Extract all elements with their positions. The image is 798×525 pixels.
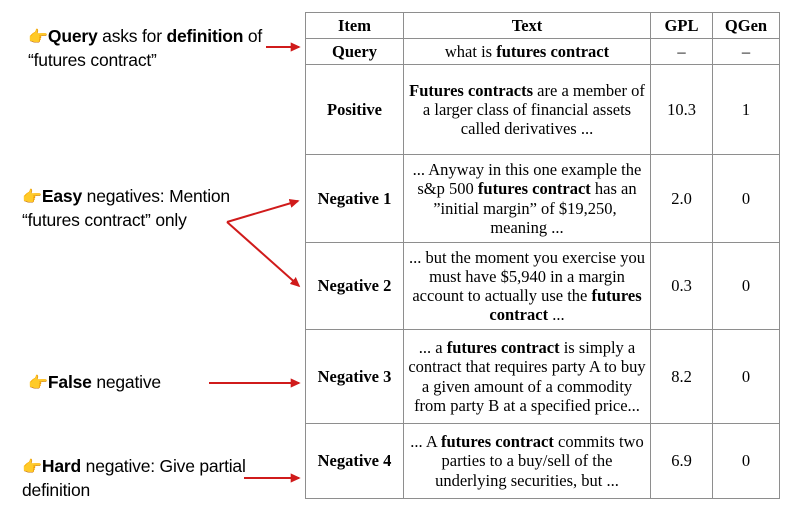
row-qgen-query: – <box>712 38 780 65</box>
examples-table: Item Text GPL QGen Query what is futures… <box>305 12 780 499</box>
row-gpl-positive: 10.3 <box>650 64 713 155</box>
arrow-to-negative-1-row <box>226 198 300 223</box>
annotation-easy-text: Easy negatives: Mention “futures contrac… <box>22 186 230 230</box>
arrow-to-negative-2-row <box>226 221 301 288</box>
row-label-positive: Positive <box>305 64 404 155</box>
row-text-positive: Futures contracts are a member of a larg… <box>403 64 651 155</box>
table-body: Query what is futures contract – – Posit… <box>305 38 780 499</box>
table-header: Item Text GPL QGen <box>305 12 780 39</box>
table-row: Negative 3 ... a futures contract is sim… <box>305 329 780 424</box>
row-label-query: Query <box>305 38 404 65</box>
row-text-negative-1: ... Anyway in this one example the s&p 5… <box>403 154 651 243</box>
column-header-item: Item <box>305 12 404 39</box>
row-gpl-query: – <box>650 38 713 65</box>
pointing-hand-icon: 👉 <box>22 189 42 206</box>
pointing-hand-icon: 👉 <box>28 29 48 46</box>
row-label-negative-1: Negative 1 <box>305 154 404 243</box>
annotation-easy-negatives: 👉Easy negatives: Mention “futures contra… <box>22 185 272 232</box>
row-qgen-negative-4: 0 <box>712 423 780 499</box>
row-label-negative-2: Negative 2 <box>305 242 404 330</box>
annotation-false-negative: 👉False negative <box>28 371 278 395</box>
table-row: Query what is futures contract – – <box>305 38 780 65</box>
row-qgen-negative-1: 0 <box>712 154 780 243</box>
table-row: Negative 1 ... Anyway in this one exampl… <box>305 154 780 243</box>
column-header-gpl: GPL <box>650 12 713 39</box>
row-text-negative-4: ... A futures contract commits two parti… <box>403 423 651 499</box>
row-qgen-positive: 1 <box>712 64 780 155</box>
table-row: Negative 2 ... but the moment you exerci… <box>305 242 780 330</box>
row-label-negative-4: Negative 4 <box>305 423 404 499</box>
annotation-hard-negative: 👉Hard negative: Give partial definition <box>22 455 272 502</box>
row-text-query: what is futures contract <box>403 38 651 65</box>
table-row: Positive Futures contracts are a member … <box>305 64 780 155</box>
row-qgen-negative-2: 0 <box>712 242 780 330</box>
annotation-false-text: False negative <box>47 372 161 392</box>
row-text-negative-2: ... but the moment you exercise you must… <box>403 242 651 330</box>
arrow-lines <box>209 42 301 483</box>
pointing-hand-icon: 👉 <box>28 375 48 392</box>
examples-table-wrapper: Item Text GPL QGen Query what is futures… <box>305 12 780 499</box>
annotation-hard-text: Hard negative: Give partial definition <box>22 456 246 500</box>
row-gpl-negative-4: 6.9 <box>650 423 713 499</box>
row-qgen-negative-3: 0 <box>712 329 780 424</box>
annotation-query: 👉Query asks for definition of “futures c… <box>28 25 278 72</box>
column-header-qgen: QGen <box>712 12 780 39</box>
row-text-negative-3: ... a futures contract is simply a contr… <box>403 329 651 424</box>
row-gpl-negative-1: 2.0 <box>650 154 713 243</box>
row-gpl-negative-3: 8.2 <box>650 329 713 424</box>
table-row: Negative 4 ... A futures contract commit… <box>305 423 780 499</box>
row-gpl-negative-2: 0.3 <box>650 242 713 330</box>
pointing-hand-icon: 👉 <box>22 459 42 476</box>
table-header-row: Item Text GPL QGen <box>305 12 780 39</box>
column-header-text: Text <box>403 12 651 39</box>
annotation-query-text: Query asks for definition of “futures co… <box>28 26 263 70</box>
row-label-negative-3: Negative 3 <box>305 329 404 424</box>
